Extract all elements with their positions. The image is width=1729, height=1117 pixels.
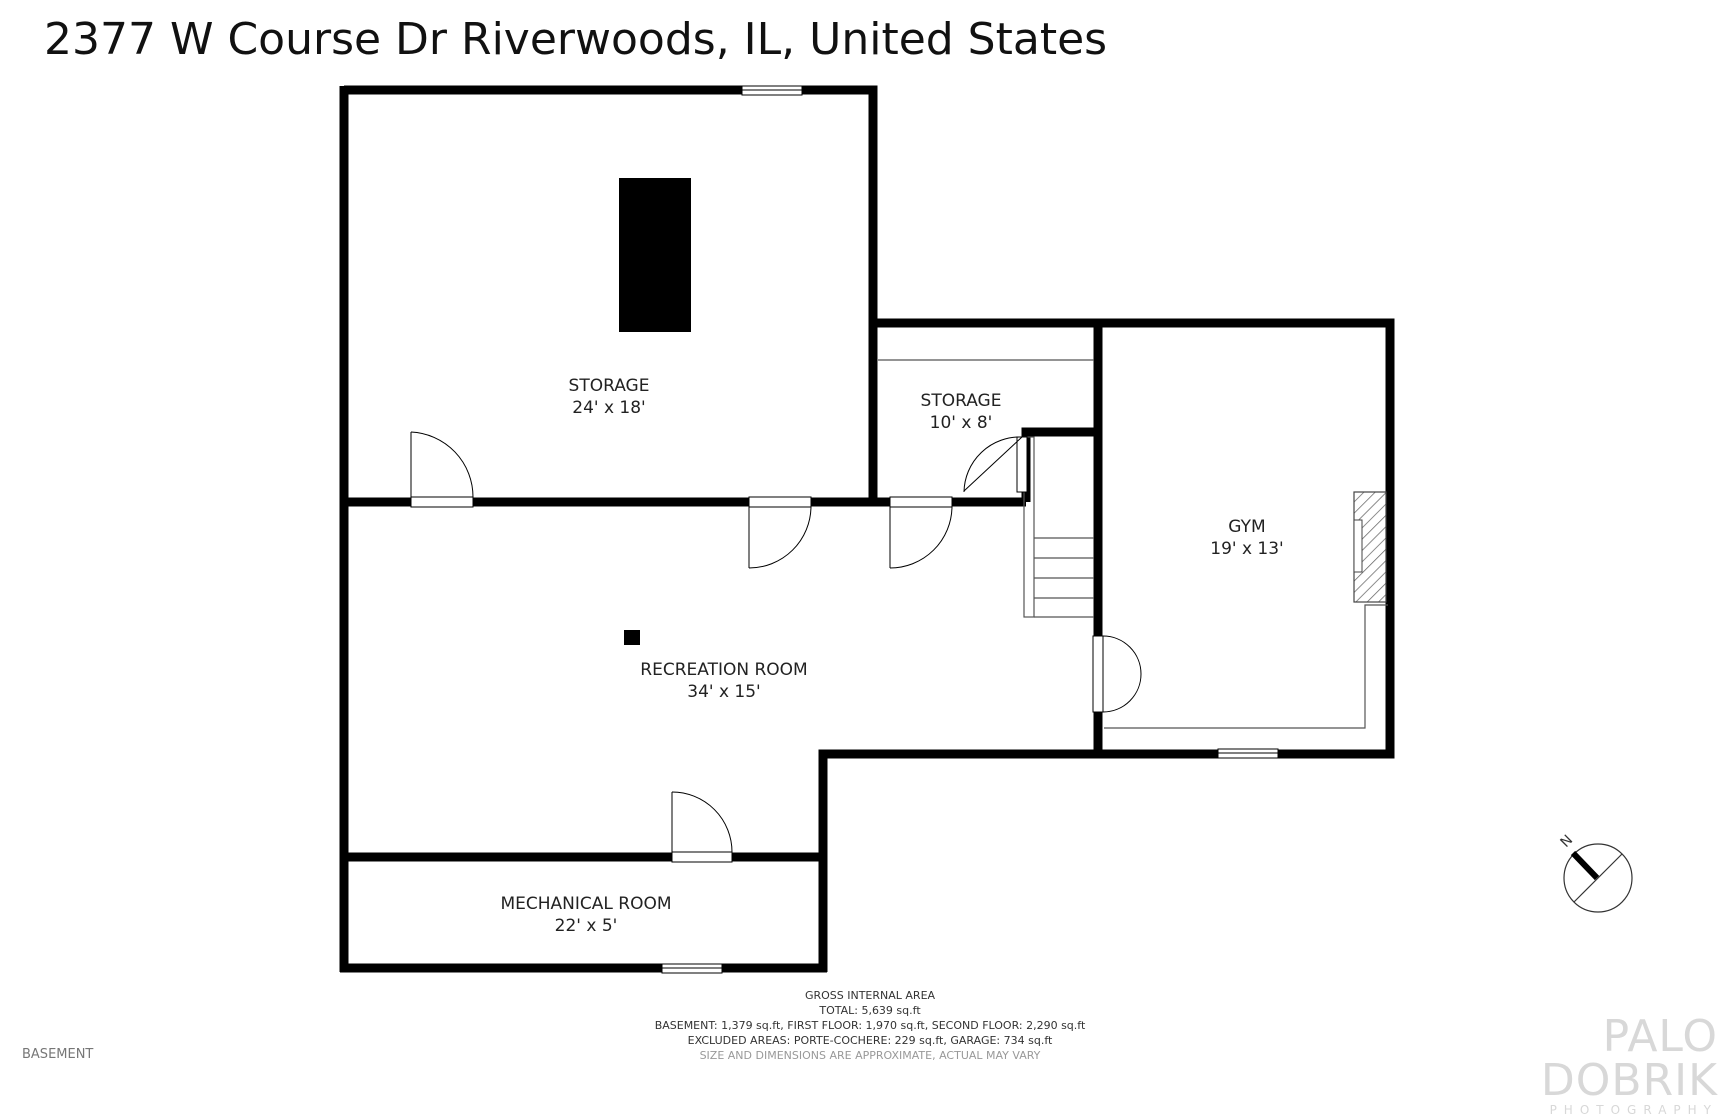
area-disclaimer: SIZE AND DIMENSIONS ARE APPROXIMATE, ACT… <box>699 1049 1041 1062</box>
windows <box>661 85 1279 974</box>
room-name: MECHANICAL ROOM <box>500 894 671 914</box>
wall-rec-step <box>818 749 1100 972</box>
room-name: RECREATION ROOM <box>640 660 807 680</box>
interior-lines <box>878 359 1388 729</box>
area-total: TOTAL: 5,639 sq.ft <box>819 1004 921 1017</box>
room-name: STORAGE <box>921 391 1002 411</box>
compass-north-label: N <box>1558 832 1577 851</box>
room-dims: 22' x 5' <box>555 916 618 936</box>
floor-name: BASEMENT <box>22 1047 94 1062</box>
room-name: STORAGE <box>569 376 650 396</box>
brand-name: PALO DOBRIK <box>1540 1011 1718 1106</box>
brand-subtitle: PHOTOGRAPHY <box>1549 1103 1718 1117</box>
area-breakdown: BASEMENT: 1,379 sq.ft, FIRST FLOOR: 1,97… <box>654 1019 1086 1032</box>
wall-stairwell <box>1021 427 1098 502</box>
room-dims: 24' x 18' <box>572 398 645 418</box>
room-name: GYM <box>1228 517 1265 537</box>
room-dims: 19' x 13' <box>1210 539 1283 559</box>
area-heading: GROSS INTERNAL AREA <box>804 989 936 1002</box>
storage-fixture <box>619 178 691 332</box>
gross-area-summary: GROSS INTERNAL AREA TOTAL: 5,639 sq.ft B… <box>560 988 1180 1063</box>
brand-logo: PALO DOBRIK PHOTOGRAPHY <box>1418 1015 1718 1117</box>
room-dims: 10' x 8' <box>930 413 993 433</box>
wall-storage-large <box>344 85 878 502</box>
fireplace-insert <box>1353 519 1363 573</box>
column-post <box>624 630 640 645</box>
doors <box>410 431 1142 863</box>
floor-plan: STORAGE 24' x 18' STORAGE 10' x 8' GYM 1… <box>339 85 1633 974</box>
compass-icon: N <box>1558 832 1633 913</box>
room-dims: 34' x 15' <box>687 682 760 702</box>
page-title: 2377 W Course Dr Riverwoods, IL, United … <box>44 14 1108 65</box>
area-excluded: EXCLUDED AREAS: PORTE-COCHERE: 229 sq.ft… <box>687 1034 1053 1047</box>
room-labels: STORAGE 24' x 18' STORAGE 10' x 8' GYM 1… <box>500 376 1283 936</box>
